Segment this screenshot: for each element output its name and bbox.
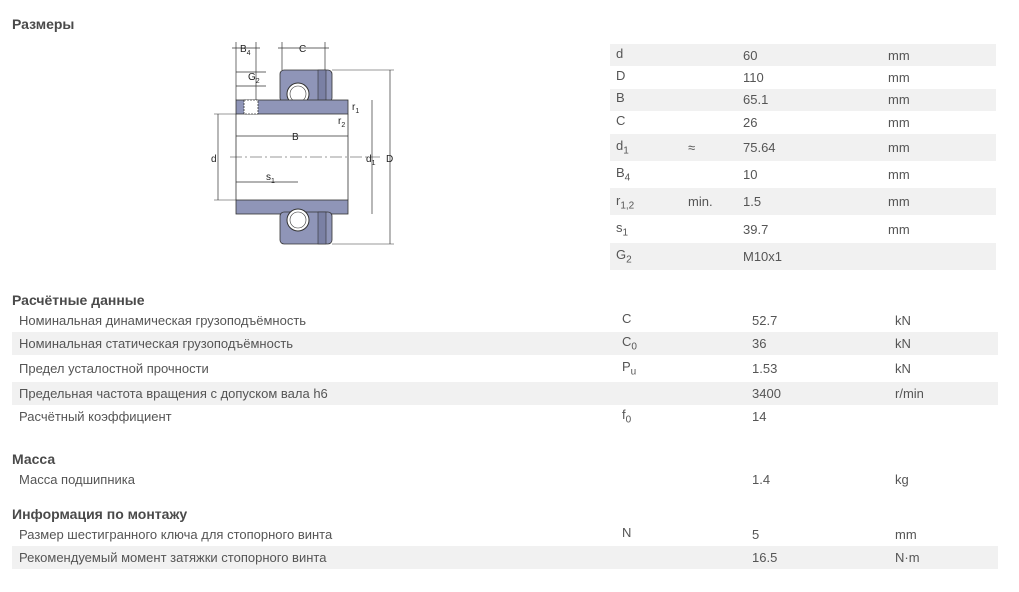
dim-row: d 60 mm	[610, 44, 996, 66]
table-row: Предел усталостной прочности Pu 1.53 kN	[19, 359, 911, 378]
section-title-mounting: Информация по монтажу	[12, 506, 188, 522]
dimensions-table: d 60 mm D 110 mm B 65.1 mm C 26 mm d1 ≈ …	[610, 44, 996, 271]
section-title-mass: Масса	[12, 451, 56, 467]
table-row: Размер шестигранного ключа для стопорног…	[19, 525, 917, 542]
table-row: Предельная частота вращения с допуском в…	[12, 382, 998, 405]
table-row: Рекомендуемый момент затяжки стопорного …	[12, 546, 998, 569]
table-row: Масса подшипника 1.4 kg	[19, 472, 909, 487]
label-d: d	[211, 154, 217, 165]
label-b4: B4	[240, 44, 251, 57]
section-title-dimensions: Размеры	[12, 16, 75, 32]
label-c: C	[299, 44, 306, 55]
mass-data-table: Масса подшипника 1.4 kg	[12, 468, 998, 491]
label-g2: G2	[248, 72, 260, 85]
dim-row: d1 ≈ 75.64 mm	[610, 133, 996, 161]
label-D: D	[386, 154, 393, 165]
dim-row: s1 39.7 mm	[616, 219, 910, 239]
dim-row: B 65.1 mm	[610, 88, 996, 111]
dim-row: B4 10 mm	[616, 165, 910, 184]
label-d1: d1	[366, 154, 376, 167]
dim-row: C 26 mm	[616, 112, 910, 130]
label-b: B	[292, 132, 299, 143]
label-r2: r2	[338, 116, 345, 129]
dim-row: r1,2 min. 1.5 mm	[610, 188, 996, 216]
table-row: Расчётный коэффициент f0 14	[19, 407, 767, 426]
mounting-data-table: Размер шестигранного ключа для стопорног…	[12, 523, 998, 569]
label-s1: s1	[266, 172, 275, 185]
calc-data-table: Номинальная динамическая грузоподъёмност…	[12, 309, 998, 428]
label-r1: r1	[352, 102, 359, 115]
table-row: Номинальная статическая грузоподъёмность…	[12, 332, 998, 355]
table-row: Номинальная динамическая грузоподъёмност…	[19, 311, 911, 328]
section-title-calc: Расчётные данные	[12, 292, 145, 308]
bearing-drawing: B4 C G2 B s1 d r1 r2 d1 D	[211, 42, 394, 245]
dim-row: G2 M10x1	[610, 243, 996, 271]
dim-row: D 110 mm	[616, 68, 910, 85]
